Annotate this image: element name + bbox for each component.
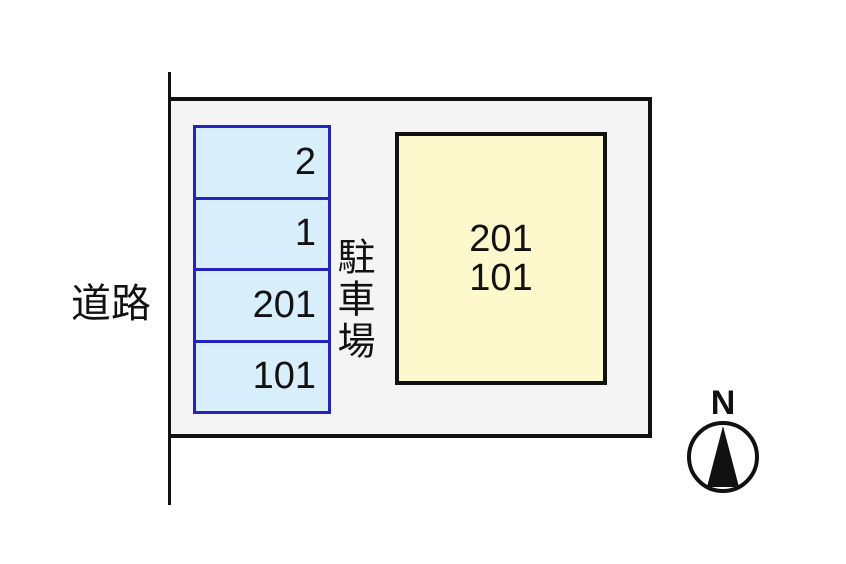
compass-circle	[687, 421, 759, 493]
building-outline: 201 101	[395, 132, 607, 385]
parking-space-2: 2	[294, 140, 316, 183]
compass-north-label: N	[710, 384, 736, 422]
parking-spaces-column: 2 1 201 101	[193, 125, 331, 414]
building-unit-201: 201	[469, 217, 533, 260]
parking-area-label: 駐車場	[331, 237, 373, 363]
compass-needle-icon	[707, 426, 739, 487]
parking-space-1: 1	[196, 196, 328, 269]
building-unit-101: 101	[469, 256, 533, 299]
parking-space-101: 101	[196, 339, 328, 412]
parking-space-201: 201	[196, 268, 328, 340]
building-unit-numbers: 201 101	[469, 217, 533, 299]
compass: N	[686, 386, 760, 493]
road-label: 道路	[71, 282, 151, 326]
